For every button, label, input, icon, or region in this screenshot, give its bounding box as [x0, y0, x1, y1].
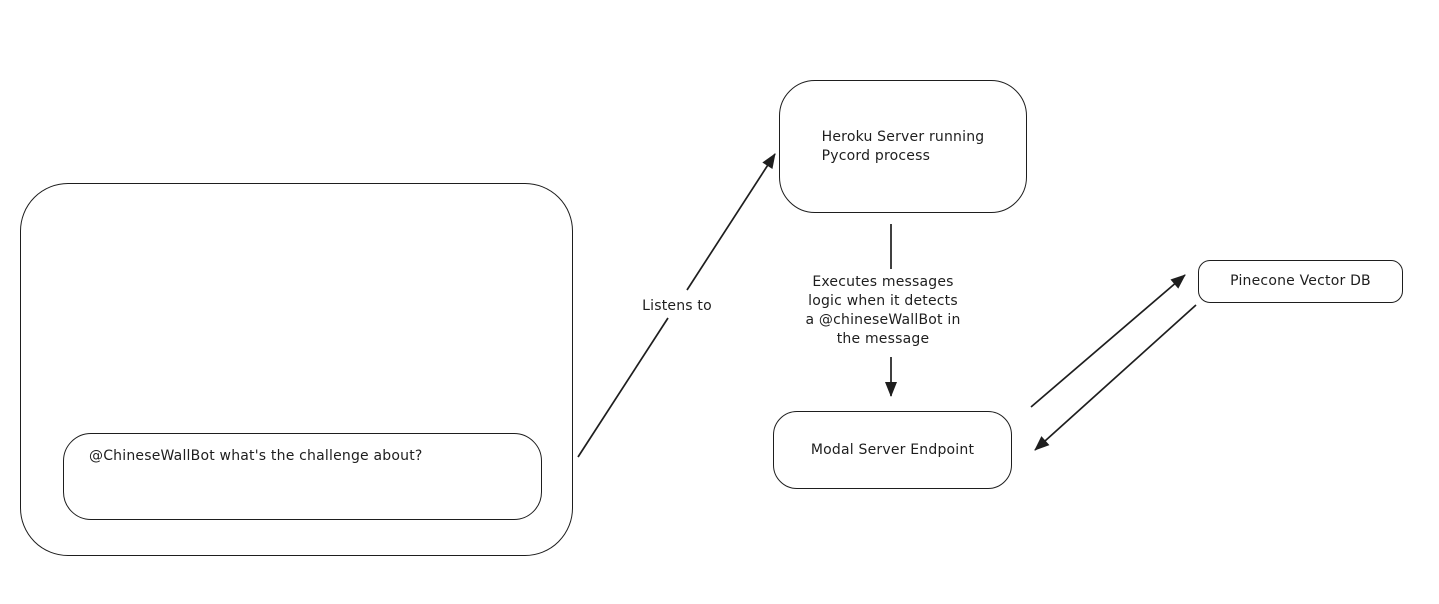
pinecone-db-label: Pinecone Vector DB: [1230, 273, 1371, 289]
listens-to-label: Listens to: [642, 298, 712, 314]
listens-to-arrow-segment-upper: [686, 153, 776, 291]
modal-server-node: Modal Server Endpoint: [773, 411, 1012, 489]
modal-server-label: Modal Server Endpoint: [810, 441, 975, 458]
listens-to-arrow-segment-lower: [577, 317, 669, 458]
discord-chat-window-shape: [20, 183, 573, 556]
heroku-server-node: Heroku Server running Pycord process: [779, 80, 1027, 213]
executes-messages-label: Executes messages logic when it detects …: [805, 274, 961, 347]
chat-message-label: @ChineseWallBot what's the challenge abo…: [89, 448, 423, 464]
modal-to-pinecone-arrow: [1030, 274, 1186, 408]
heroku-server-label: Heroku Server running Pycord process: [821, 128, 985, 164]
pinecone-db-node: Pinecone Vector DB: [1198, 260, 1403, 303]
pinecone-to-modal-arrow: [1034, 304, 1197, 451]
chat-message-shape: @ChineseWallBot what's the challenge abo…: [63, 433, 542, 520]
